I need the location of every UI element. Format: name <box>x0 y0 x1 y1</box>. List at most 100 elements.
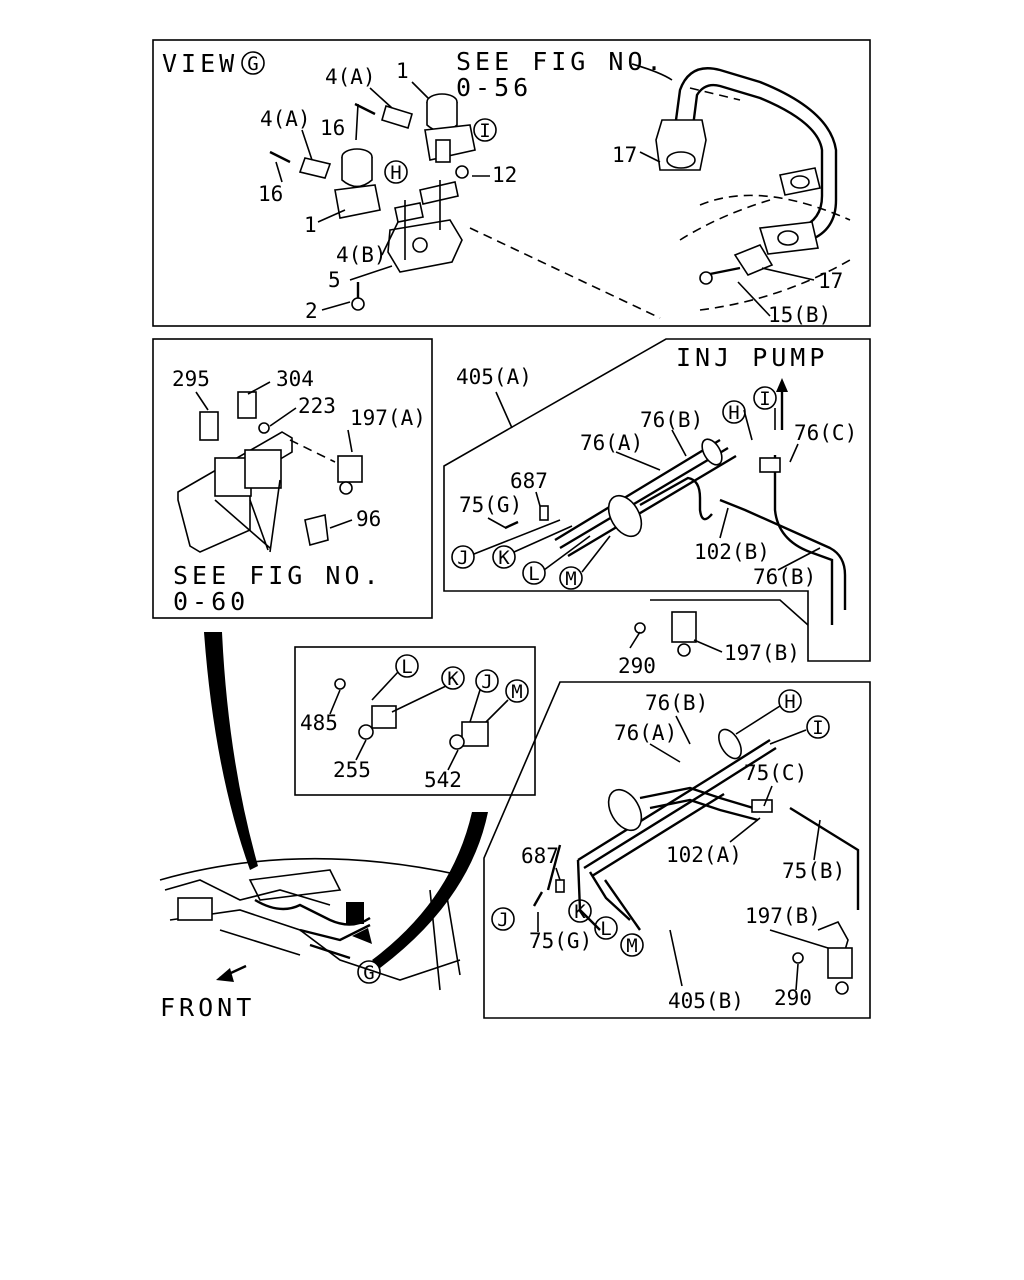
solenoid-197b <box>671 611 697 643</box>
lower-label-75b: 75(B) <box>782 859 845 883</box>
lower-label-290: 290 <box>774 986 812 1010</box>
callout-l: L <box>528 563 539 585</box>
line-102b <box>719 498 847 610</box>
valves-callout-m-circle <box>505 679 529 703</box>
lower-flange-hole <box>777 230 799 246</box>
gasket-4a-left <box>298 157 332 179</box>
line-clamp-lower <box>607 788 643 832</box>
label-542: 542 <box>424 768 462 792</box>
callout-i: I <box>479 120 490 142</box>
valve-255 <box>371 705 397 729</box>
valves-callout-j-circle <box>475 669 499 693</box>
engine-bay: G FRONT <box>159 632 488 1022</box>
relay-panel: 295 304 223 197(A) 96 SEE FIG NO. 0-60 <box>152 338 433 619</box>
fuel-lines-a <box>554 438 737 558</box>
egr-pipe-inner <box>688 83 824 230</box>
callout-m: M <box>565 568 576 590</box>
solenoid-port <box>339 481 353 495</box>
callout-j: J <box>457 547 468 569</box>
view-callout: G <box>247 53 258 75</box>
label-2: 2 <box>305 299 318 323</box>
label-16-top: 16 <box>320 116 345 140</box>
label-76b: 76(B) <box>640 408 703 432</box>
label-687: 687 <box>510 469 548 493</box>
pointer-wedge-right <box>372 812 488 968</box>
engine-callout: G <box>363 962 374 984</box>
bracket-dashline <box>469 227 661 319</box>
inj-pump-title: INJ PUMP <box>676 343 828 372</box>
label-405a: 405(A) <box>456 365 532 389</box>
bolt-290-lower <box>792 952 804 964</box>
callout-m-circle <box>559 566 583 590</box>
lower-label-405b: 405(B) <box>668 989 744 1013</box>
label-485: 485 <box>300 711 338 735</box>
callout-h-circle <box>384 160 408 184</box>
solenoid-port-lower <box>835 981 849 995</box>
label-295: 295 <box>172 367 210 391</box>
nut <box>699 271 713 285</box>
view-callout-circle <box>241 51 265 75</box>
front-arrow-head <box>216 968 234 982</box>
label-290: 290 <box>618 654 656 678</box>
plug-75g <box>504 520 519 530</box>
callout-h: H <box>390 162 401 184</box>
valves-frame <box>294 646 536 796</box>
lower-callout-l-circle <box>594 916 618 940</box>
line-76c <box>773 455 834 625</box>
engine-pipes <box>299 923 371 960</box>
label-16-left: 16 <box>258 182 283 206</box>
lower-frame <box>483 681 871 1019</box>
label-17-right: 17 <box>818 269 843 293</box>
label-5: 5 <box>328 268 341 292</box>
engine-box <box>177 897 213 921</box>
lower-label-76a: 76(A) <box>614 721 677 745</box>
lower-callout-h-circle <box>778 689 802 713</box>
pipe-flange <box>655 119 707 171</box>
label-76c: 76(C) <box>794 421 857 445</box>
egr-valve-lower <box>334 148 381 219</box>
label-76b-lower: 76(B) <box>753 565 816 589</box>
sub-bracket <box>650 599 809 626</box>
gasket <box>779 167 821 196</box>
assembly-lines <box>214 479 281 553</box>
bracket-5 <box>387 219 463 273</box>
lower-callout-i: I <box>812 717 823 739</box>
lower-leaders <box>537 705 829 991</box>
label-1-left: 1 <box>304 213 317 237</box>
egr-pipe-outline <box>670 67 838 242</box>
nut-12 <box>455 165 469 179</box>
valves-callout-k-circle <box>441 666 465 690</box>
relay-leaders <box>195 381 353 529</box>
bracket-96 <box>304 514 329 547</box>
valves-callout-k: K <box>447 668 459 690</box>
lower-label-197b: 197(B) <box>745 904 821 928</box>
valves-callout-l: L <box>401 656 412 678</box>
joint-75c <box>751 799 773 813</box>
valve-255-port <box>358 724 374 740</box>
valves-callout-l-circle <box>395 654 419 678</box>
lower-label-687: 687 <box>521 844 559 868</box>
see-fig-number: 0-56 <box>456 73 532 102</box>
lower-callout-k: K <box>574 901 586 923</box>
label-1-top: 1 <box>396 59 409 83</box>
label-75g: 75(G) <box>459 493 522 517</box>
solenoid-197b-lower <box>827 947 853 979</box>
engine-callout-circle <box>357 960 381 984</box>
solenoid-197a <box>337 455 363 483</box>
front-label: FRONT <box>160 993 255 1022</box>
relay-frame <box>152 338 433 619</box>
lower-callout-l: L <box>600 918 611 940</box>
lower-callout-m: M <box>626 935 637 957</box>
line-clamp-2 <box>701 438 723 466</box>
relay-see-fig: SEE FIG NO. <box>173 561 383 590</box>
label-102b: 102(B) <box>694 540 770 564</box>
lower-label-75c: 75(C) <box>744 761 807 785</box>
valves-leaders <box>329 671 509 771</box>
line-clamp-lower-2 <box>718 728 742 760</box>
view-g-frame <box>152 39 871 327</box>
clip-304 <box>237 391 257 419</box>
see-fig-label: SEE FIG NO. <box>456 47 666 76</box>
lower-label-75g: 75(G) <box>529 929 592 953</box>
gasket-4b <box>394 202 424 223</box>
